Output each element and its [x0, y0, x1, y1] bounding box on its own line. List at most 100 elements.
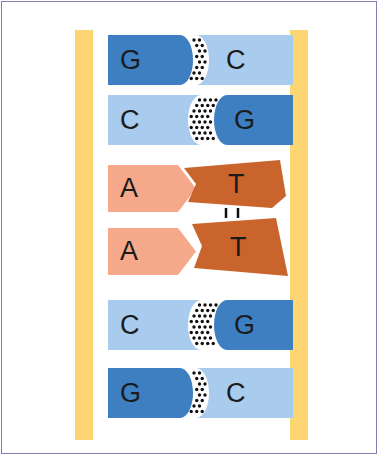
- base-letter: G: [214, 300, 293, 350]
- base-letter: G: [214, 95, 293, 145]
- bond-dot: [195, 66, 198, 69]
- base-fill: [196, 35, 293, 85]
- bond-dot: [201, 331, 204, 334]
- bond-dot: [201, 104, 204, 107]
- bond-dot: [198, 303, 201, 306]
- bond-dot: [203, 109, 206, 112]
- bond-dot: [206, 126, 209, 129]
- base-fill: [108, 368, 193, 418]
- base-letter: G: [108, 35, 193, 85]
- bond-dot: [214, 303, 217, 306]
- bond-dot: [203, 60, 206, 63]
- bond-dot: [201, 309, 204, 312]
- thymine-link: [237, 208, 240, 218]
- base-letter: C: [196, 35, 293, 85]
- base-letter: A: [108, 228, 196, 275]
- bond-dot: [203, 314, 206, 317]
- bond-dot: [192, 131, 195, 134]
- base-shape: C: [196, 368, 293, 418]
- bond-dot: [209, 109, 212, 112]
- base-fill: [214, 300, 293, 350]
- bond-dot: [201, 55, 204, 58]
- bond-dot: [195, 77, 198, 80]
- bond-dot: [201, 137, 204, 140]
- bond-dot: [195, 320, 198, 323]
- bond-dot: [192, 336, 195, 339]
- bond-dot: [209, 303, 212, 306]
- bond-dot: [195, 388, 198, 391]
- bond-dot: [201, 399, 204, 402]
- bond-dot: [195, 377, 198, 380]
- bond-dot: [206, 104, 209, 107]
- base-shape: G: [214, 95, 293, 145]
- bond-dot: [206, 342, 209, 345]
- base-fill: [184, 160, 286, 208]
- bond-dot: [201, 77, 204, 80]
- bond-dot: [190, 77, 193, 80]
- bond-dot: [195, 137, 198, 140]
- bond-dot: [201, 126, 204, 129]
- base-fill: [108, 228, 196, 275]
- bond-dot: [195, 55, 198, 58]
- base-fill: [214, 95, 293, 145]
- base-shape: G: [214, 300, 293, 350]
- bond-dot: [198, 314, 201, 317]
- bond-dot: [201, 388, 204, 391]
- bond-dot: [206, 331, 209, 334]
- bond-dot: [201, 115, 204, 118]
- bond-dot: [190, 320, 193, 323]
- bond-dot: [203, 325, 206, 328]
- bond-dot: [195, 115, 198, 118]
- base-letter: T: [184, 160, 286, 208]
- bond-dot: [203, 303, 206, 306]
- bond-dot: [212, 137, 215, 140]
- bond-dot: [192, 314, 195, 317]
- bond-dot: [206, 137, 209, 140]
- bond-dot: [198, 120, 201, 123]
- bond-dot: [195, 410, 198, 413]
- bond-dot: [203, 131, 206, 134]
- bond-dot: [203, 120, 206, 123]
- base-letter: T: [186, 218, 288, 276]
- bond-dot: [201, 342, 204, 345]
- base-shape: A: [108, 228, 196, 275]
- bond-dot: [203, 336, 206, 339]
- bond-dot: [198, 131, 201, 134]
- base-shape: G: [108, 35, 193, 85]
- bond-dot: [195, 331, 198, 334]
- bond-dot: [192, 71, 195, 74]
- bond-dot: [198, 325, 201, 328]
- base-letter: C: [108, 95, 201, 145]
- bond-dot: [192, 109, 195, 112]
- bond-dot: [212, 342, 215, 345]
- bond-dot: [190, 331, 193, 334]
- bond-dot: [198, 382, 201, 385]
- base-fill: [108, 300, 201, 350]
- bond-dot: [192, 371, 195, 374]
- thymine-link: [225, 208, 228, 218]
- bond-dot: [190, 410, 193, 413]
- bond-dot: [195, 104, 198, 107]
- bond-dot: [201, 44, 204, 47]
- bond-dot: [198, 60, 201, 63]
- bond-dot: [198, 109, 201, 112]
- backbone-left: [75, 30, 93, 440]
- bond-dot: [198, 49, 201, 52]
- base-shape: C: [196, 35, 293, 85]
- bond-dot: [209, 120, 212, 123]
- bond-dot: [192, 120, 195, 123]
- base-fill: [108, 35, 193, 85]
- bond-dot: [209, 314, 212, 317]
- bond-dot: [190, 115, 193, 118]
- bond-dot: [192, 38, 195, 41]
- base-shape: C: [108, 95, 201, 145]
- bond-dot: [198, 371, 201, 374]
- bond-dot: [198, 38, 201, 41]
- bond-dot: [209, 98, 212, 101]
- bond-dot: [198, 71, 201, 74]
- bond-dot: [190, 126, 193, 129]
- bond-dot: [198, 336, 201, 339]
- bond-dot: [195, 342, 198, 345]
